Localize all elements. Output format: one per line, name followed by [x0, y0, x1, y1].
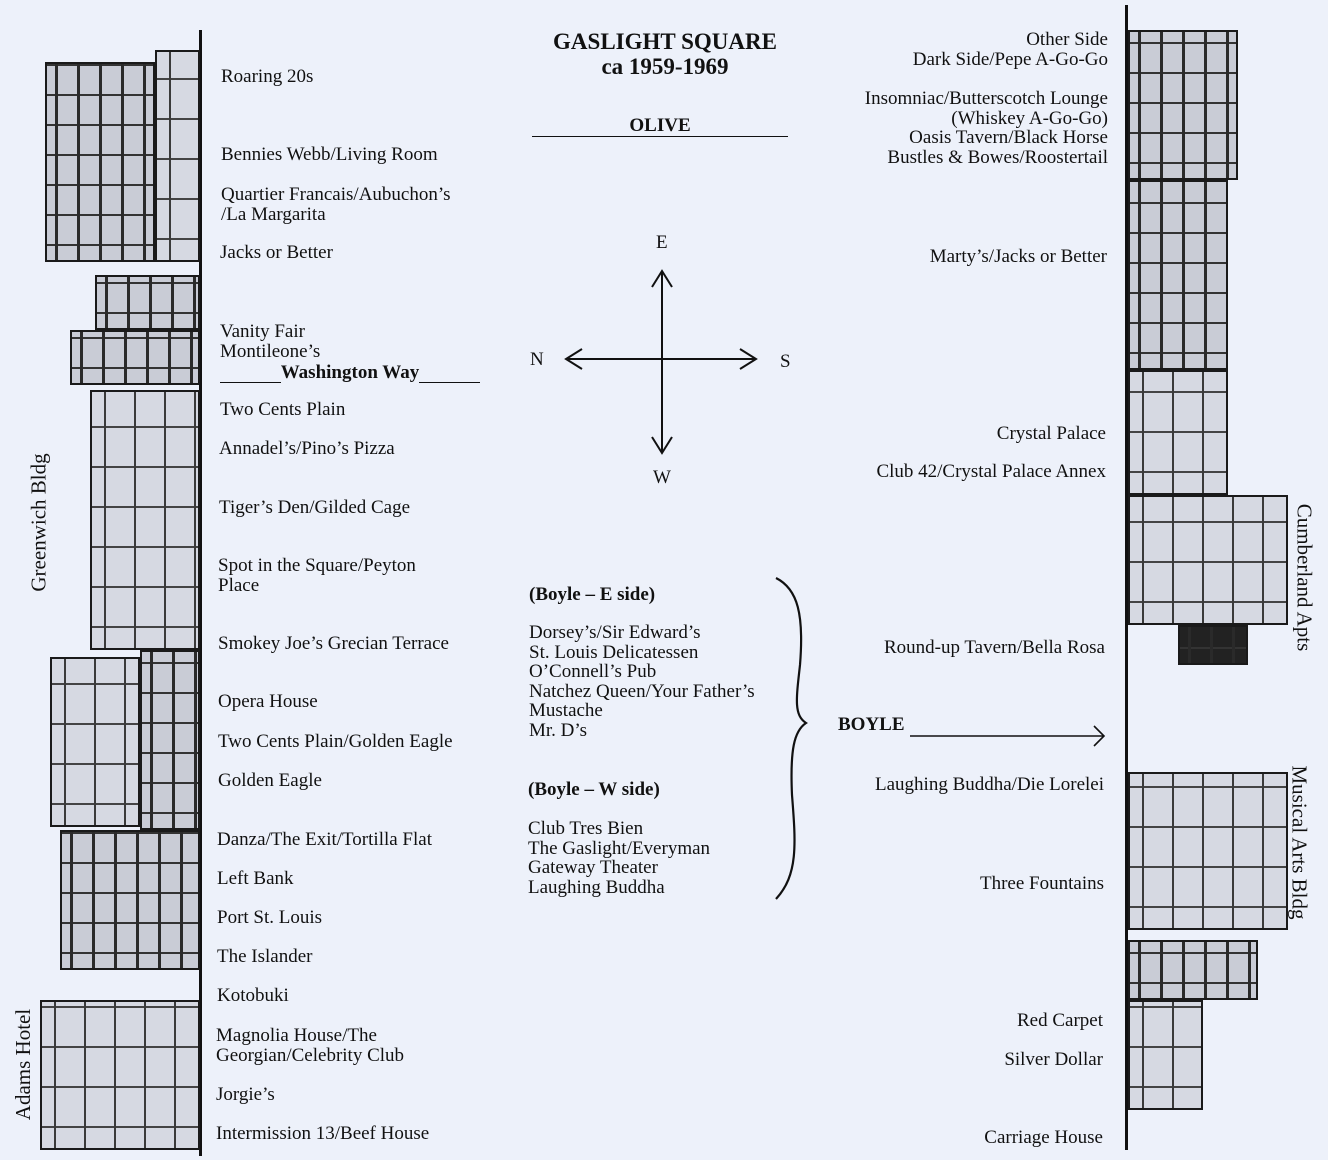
venue-label: Quartier Francais/Aubuchon’s /La Margari…: [221, 184, 451, 225]
venue-label: Danza/The Exit/Tortilla Flat: [217, 829, 432, 850]
washington-way-label: Washington Way: [220, 361, 480, 383]
venue-label: Tiger’s Den/Gilded Cage: [219, 497, 411, 518]
adams-hotel-label: Adams Hotel: [11, 1008, 36, 1121]
venue-label: Insomniac/Butterscotch Lounge (Whiskey A…: [864, 88, 1108, 168]
venue-label: Jorgie’s: [216, 1084, 275, 1105]
compass-s: S: [780, 351, 791, 372]
venue-label: Jacks or Better: [220, 242, 333, 263]
arrow-w-icon: [651, 436, 673, 455]
venue-label: Two Cents Plain/Golden Eagle: [218, 731, 453, 752]
building: [1178, 625, 1248, 665]
venue-label: Magnolia House/The Georgian/Celebrity Cl…: [216, 1025, 405, 1066]
boyle-west-heading: (Boyle – W side): [528, 779, 660, 800]
building: [140, 650, 200, 830]
building: [155, 50, 200, 262]
building: [45, 62, 155, 262]
title-line: GASLIGHT SQUARE: [553, 29, 777, 54]
venue-label: Two Cents Plain: [220, 399, 346, 420]
building: [1128, 30, 1238, 180]
subtitle-line: ca 1959-1969: [601, 54, 729, 79]
venue-label: Other Side Dark Side/Pepe A-Go-Go: [912, 29, 1108, 70]
building: [50, 657, 140, 827]
building: [1128, 1000, 1203, 1110]
venue-label: Red Carpet: [1016, 1010, 1103, 1031]
building: [1128, 370, 1228, 495]
venue-label: Club 42/Crystal Palace Annex: [876, 461, 1106, 482]
arrow-s-icon: [739, 348, 758, 370]
venue-label: Round-up Tavern/Bella Rosa: [883, 637, 1105, 658]
building: [1128, 180, 1228, 370]
boyle-arrow-icon: [910, 725, 1106, 747]
greenwich-bldg-label: Greenwich Bldg: [26, 453, 51, 592]
musical-arts-bldg-label: Musical Arts Bldg: [1287, 765, 1312, 920]
venue-label: Roaring 20s: [221, 66, 314, 87]
venue-label: Crystal Palace: [996, 423, 1106, 444]
street-line-right: [1125, 5, 1128, 1150]
venue-label: Vanity Fair Montileone’s: [220, 321, 321, 362]
boyle-east-heading: (Boyle – E side): [529, 584, 656, 605]
venue-label: Carriage House: [984, 1127, 1103, 1148]
washington-way-name: Washington Way: [280, 362, 420, 383]
musical-arts-building: [1128, 772, 1288, 930]
compass-rose: [564, 269, 758, 455]
venue-label: Silver Dollar: [1004, 1049, 1103, 1070]
olive-street-label: OLIVE: [532, 114, 788, 137]
building: [40, 1000, 200, 1150]
boyle-street-name: BOYLE: [838, 714, 905, 735]
venue-label: Kotobuki: [217, 985, 289, 1006]
olive-street-name: OLIVE: [628, 115, 692, 136]
venue-label: Port St. Louis: [217, 907, 323, 928]
compass-w: W: [653, 467, 671, 488]
venue-label: Smokey Joe’s Grecian Terrace: [218, 633, 449, 654]
street-line-left: [199, 30, 202, 1156]
building: [60, 830, 200, 970]
venue-label: Left Bank: [217, 868, 294, 889]
cumberland-apts-building: [1128, 495, 1288, 625]
compass-e: E: [656, 232, 668, 253]
venue-label: Bennies Webb/Living Room: [221, 144, 438, 165]
venue-label: Marty’s/Jacks or Better: [929, 246, 1107, 267]
compass-n: N: [530, 349, 544, 370]
arrow-e-icon: [651, 269, 673, 288]
building: [1128, 940, 1258, 1000]
boyle-west-list: Club Tres Bien The Gaslight/Everyman Gat…: [528, 818, 711, 898]
venue-label: Opera House: [218, 691, 318, 712]
venue-label: The Islander: [217, 946, 313, 967]
venue-label: Annadel’s/Pino’s Pizza: [219, 438, 395, 459]
venue-label: Intermission 13/Beef House: [216, 1123, 430, 1144]
curly-brace-icon: [775, 577, 808, 900]
venue-label: Three Fountains: [979, 873, 1104, 894]
map-title: GASLIGHT SQUARE ca 1959-1969: [500, 29, 830, 79]
arrow-n-icon: [564, 348, 583, 370]
building: [95, 275, 200, 330]
venue-label: Golden Eagle: [218, 770, 322, 791]
cumberland-apts-label: Cumberland Apts: [1292, 503, 1317, 652]
building: [90, 390, 200, 650]
building: [70, 330, 200, 385]
boyle-east-list: Dorsey’s/Sir Edward’s St. Louis Delicate…: [529, 622, 755, 741]
venue-label: Spot in the Square/Peyton Place: [218, 555, 416, 596]
venue-label: Laughing Buddha/Die Lorelei: [875, 774, 1104, 795]
